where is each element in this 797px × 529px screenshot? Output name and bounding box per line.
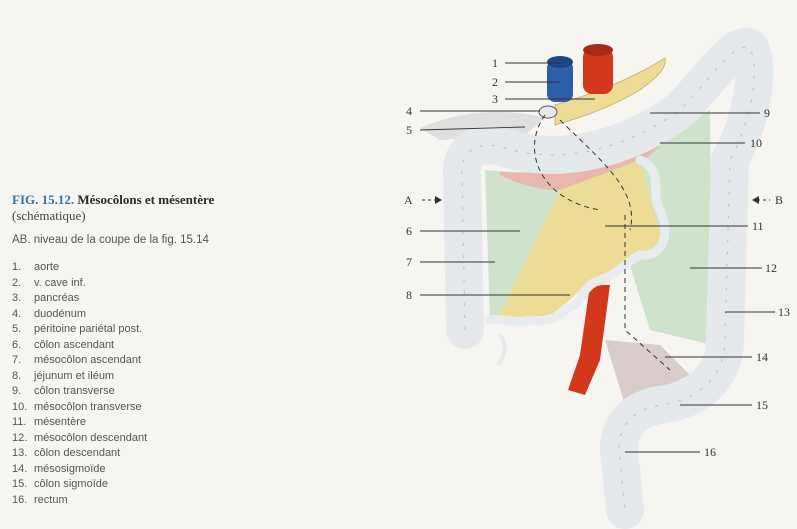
duodenum-shape	[539, 106, 557, 118]
label-2: 2	[492, 75, 498, 89]
label-a: A	[404, 193, 413, 207]
label-13: 13	[778, 305, 790, 319]
appendix-shape	[498, 335, 505, 365]
label-9: 9	[764, 106, 770, 120]
label-12: 12	[765, 261, 777, 275]
label-1: 1	[492, 56, 498, 70]
label-6: 6	[406, 224, 412, 238]
label-3: 3	[492, 92, 498, 106]
label-5: 5	[406, 123, 412, 137]
label-15: 15	[756, 398, 768, 412]
label-4: 4	[406, 104, 412, 118]
label-14: 14	[756, 350, 768, 364]
label-7: 7	[406, 255, 412, 269]
label-b: B	[775, 193, 783, 207]
label-10: 10	[750, 136, 762, 150]
label-11: 11	[752, 219, 764, 233]
label-8: 8	[406, 288, 412, 302]
label-16: 16	[704, 445, 716, 459]
